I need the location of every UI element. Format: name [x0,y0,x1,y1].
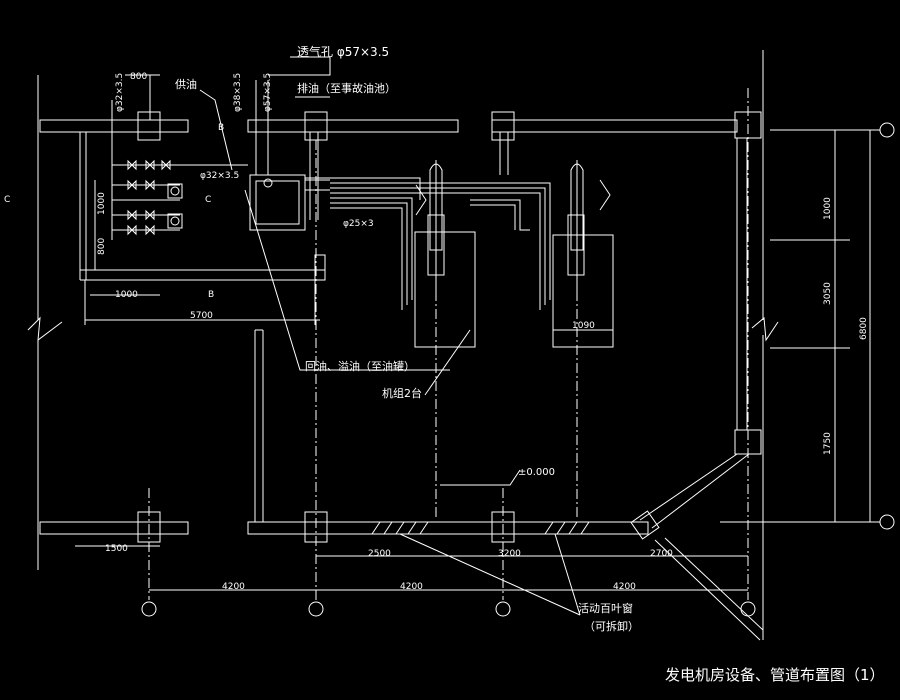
units-label: 机组2台 [382,386,422,400]
oil-supply-manifold [111,74,248,240]
dimension-label: 800 [130,72,147,82]
section-mark: B [208,290,214,300]
dimension-label: 1500 [105,544,128,554]
dimension-label: 4200 [613,582,636,592]
dimension-label: 5700 [190,311,213,321]
louver-hatching [371,521,590,535]
vent-label: 透气孔 φ57×3.5 [297,44,389,59]
axis-bubble [879,122,895,138]
louver-label: 活动百叶窗 [578,601,633,615]
dimension-label: 4200 [400,582,423,592]
pipe-spec-label: φ32×3.5 [200,171,239,181]
pipe-spec-labels: φ32×3.5 φ38×3.5 φ57×3.5 φ32×3.5 φ25×3 80… [115,72,374,229]
building-walls [27,50,779,641]
leader-lines [199,56,581,616]
dimension-label: 4200 [222,582,245,592]
dimension-label: 6800 [859,317,869,340]
dimension-label: 1000 [115,290,138,300]
pipe-runs [305,177,551,310]
day-oil-tank [249,80,330,231]
dimension-label: 1750 [823,432,833,455]
section-marks: B B C C [4,123,224,300]
axis-bubbles [141,122,895,617]
section-mark: C [205,195,211,205]
dimension-label: 3050 [823,282,833,305]
axis-bubble [740,601,756,617]
generator-unit-2 [552,160,614,348]
drawing-title: 发电机房设备、管道布置图（1） [665,666,885,684]
pipe-spec-label: φ32×3.5 [115,73,125,112]
pipe-spec-label: φ38×3.5 [233,73,243,112]
elevation-label: ±0.000 [518,467,555,478]
pipe-spec-label: φ57×3.5 [263,73,273,112]
return-label: 回油、溢油（至油罐） [305,359,415,373]
dimension-label: 1090 [572,321,595,331]
supply-label: 供油 [175,77,197,91]
axis-bubble [495,601,511,617]
callout-labels: 透气孔 φ57×3.5 排油（至事故油池） 供油 回油、溢油（至油罐） 机组2台… [175,44,639,633]
dimension-label: 2500 [368,549,391,559]
dimension-lines [75,74,871,591]
dimension-label: 1000 [97,192,107,215]
axis-bubble [308,601,324,617]
axis-bubble [141,601,157,617]
dimension-labels: 1000 800 1000 5700 1090 1500 2500 3200 2… [97,192,869,592]
section-mark: C [4,195,10,205]
dimension-label: 800 [97,238,107,255]
dimension-label: 1000 [823,197,833,220]
dimension-label: 3200 [498,549,521,559]
section-mark: B [218,123,224,133]
generator-unit-1 [414,160,476,348]
pipe-spec-label: φ25×3 [343,219,374,229]
drain-label: 排油（至事故油池） [297,81,396,95]
louver-note: （可拆卸） [584,619,639,633]
axis-bubble [879,514,895,530]
dimension-label: 2700 [650,549,673,559]
